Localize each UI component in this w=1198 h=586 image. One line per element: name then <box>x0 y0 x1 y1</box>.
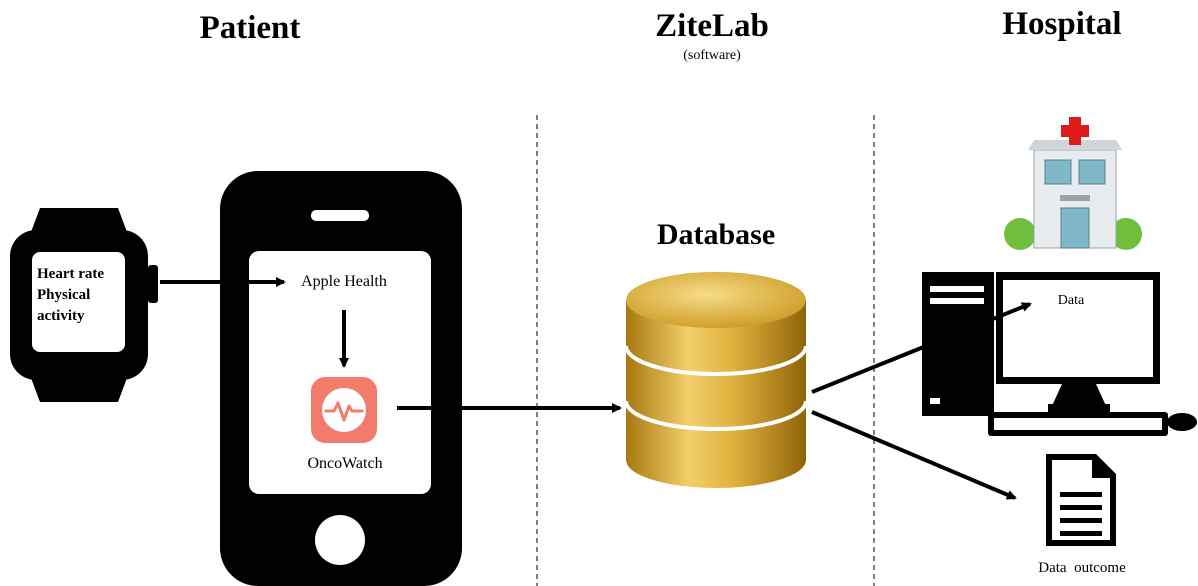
watch-label-activity: activity <box>37 308 85 324</box>
database-title: Database <box>656 218 776 251</box>
watch-label-heart-rate: Heart rate <box>37 266 105 282</box>
oncowatch-label: OncoWatch <box>307 455 383 472</box>
database-icon <box>624 272 808 488</box>
document-icon <box>1046 454 1116 546</box>
data-outcome-label: Data outcome <box>1038 560 1126 576</box>
zitelab-column-title: ZiteLab <box>655 8 769 44</box>
smartwatch-icon <box>10 208 158 402</box>
oncowatch-app-icon <box>311 377 377 443</box>
hospital-column-title: Hospital <box>1002 6 1122 42</box>
patient-column-title: Patient <box>199 10 301 46</box>
watch-label-physical: Physical <box>37 287 91 303</box>
arrow-database-to-document <box>811 410 1017 500</box>
arrow-database-to-computer <box>811 302 1032 394</box>
desktop-computer-icon <box>922 272 1197 436</box>
hospital-building-icon <box>1004 117 1142 250</box>
apple-health-label: Apple Health <box>301 273 387 290</box>
monitor-data-label: Data <box>1057 293 1085 308</box>
red-cross-icon <box>1061 117 1089 145</box>
zitelab-subtitle: (software) <box>683 48 741 63</box>
